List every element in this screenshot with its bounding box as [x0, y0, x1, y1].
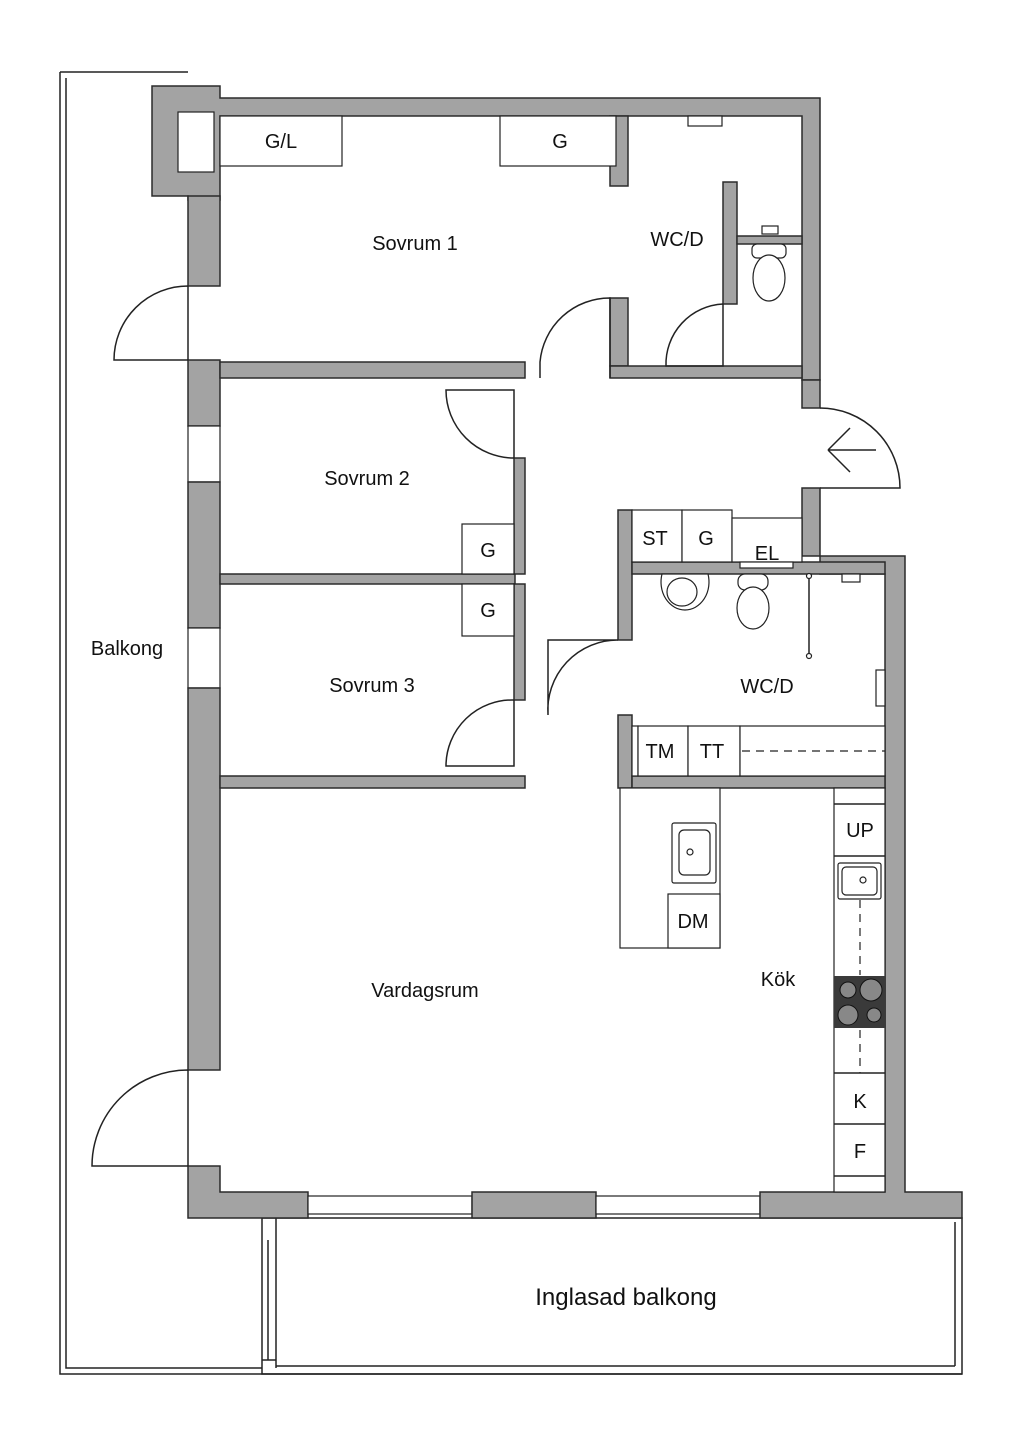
room-label-vardagsrum: Vardagsrum: [371, 980, 478, 1002]
kitchen-island: [619, 787, 721, 949]
window: [307, 1195, 473, 1215]
room-label-kok: Kök: [761, 969, 796, 991]
balcony-outline: [59, 71, 963, 1375]
entrance-arrow-icon: [827, 427, 876, 473]
window: [187, 425, 221, 483]
room-label-sovrum-3: Sovrum 3: [329, 675, 415, 697]
room-label-balkong: Balkong: [91, 638, 163, 660]
exterior-walls: [151, 85, 963, 1219]
room-label-wc-1: WC/D: [650, 229, 703, 251]
wc2-fixtures: [631, 572, 886, 777]
tumble-dryer-label: TT: [700, 741, 724, 763]
dishwasher-label: DM: [677, 911, 708, 933]
hall-storage: [631, 509, 803, 569]
wardrobe-g-label: G: [480, 540, 496, 562]
room-label-wc-2: WC/D: [740, 676, 793, 698]
wardrobe-gl-label: G/L: [265, 131, 297, 153]
wc1-fixtures: [687, 115, 787, 302]
room-label-sovrum-1: Sovrum 1: [372, 233, 458, 255]
wardrobe-g-label: G: [552, 131, 568, 153]
room-label-inglasad-balkong: Inglasad balkong: [535, 1284, 716, 1311]
storage-st-label: ST: [642, 528, 668, 550]
upper-cabinet-label: UP: [846, 820, 874, 842]
wardrobes: [219, 115, 617, 637]
washing-machine-label: TM: [646, 741, 675, 763]
fridge-label: K: [853, 1091, 867, 1113]
window: [187, 627, 221, 689]
wardrobe-g-label: G: [480, 600, 496, 622]
chimney-shaft: [177, 111, 215, 173]
storage-g-label: G: [698, 528, 714, 550]
kitchen-counter: [833, 787, 886, 1193]
room-label-sovrum-2: Sovrum 2: [324, 468, 410, 490]
electrical-cabinet-label: EL: [755, 543, 779, 565]
doors[interactable]: [91, 285, 901, 1167]
interior-walls: [219, 115, 886, 789]
freezer-label: F: [854, 1141, 866, 1163]
window: [595, 1195, 761, 1215]
